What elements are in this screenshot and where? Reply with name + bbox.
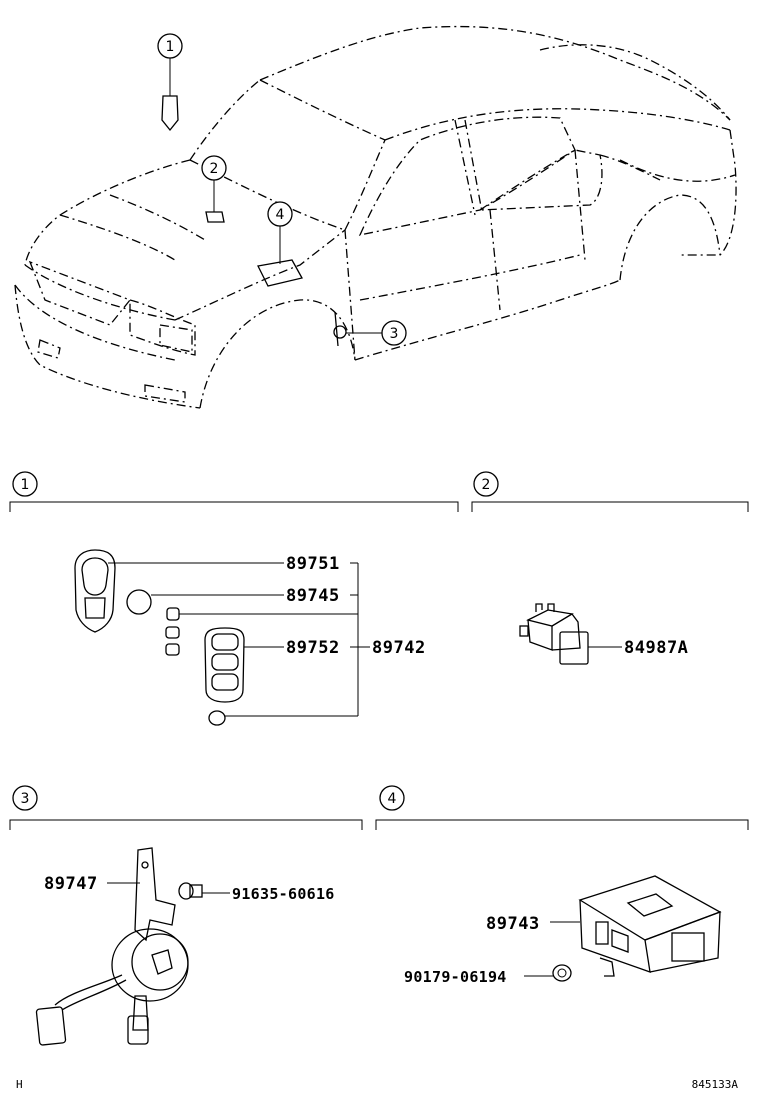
part-89751: 89751 [286, 554, 340, 574]
remote-transmitter [204, 627, 245, 703]
button-set [165, 607, 180, 656]
callout-4: 4 [276, 207, 285, 223]
part-90179-06194: 90179-06194 [404, 968, 507, 986]
key-marker [161, 95, 179, 132]
section-1-label: 1 [21, 477, 30, 493]
car-callouts: 1 2 4 3 [157, 33, 407, 346]
horn-marker [333, 311, 347, 347]
battery-part [126, 589, 152, 615]
diagram-id: 845133A [692, 1078, 739, 1091]
door-switch-part [519, 603, 589, 665]
part-84987A: 84987A [624, 638, 688, 658]
key-ring [208, 710, 226, 726]
callout-3: 3 [390, 326, 399, 342]
section-2-label: 2 [482, 477, 491, 493]
footer-left-code: H [16, 1078, 23, 1091]
section-3: 3 89747 91635-60616 [9, 785, 363, 1046]
part-89747: 89747 [44, 874, 98, 894]
switch-marker [205, 211, 225, 223]
ecu-part [578, 875, 722, 977]
part-91635-60616: 91635-60616 [232, 885, 335, 903]
nut-90179 [552, 964, 572, 982]
part-89752: 89752 [286, 638, 340, 658]
section-1: 1 [9, 471, 459, 726]
ecu-marker [257, 259, 303, 287]
callout-1: 1 [166, 39, 175, 55]
part-89745: 89745 [286, 586, 340, 606]
bolt-91635 [178, 882, 203, 900]
section-4-label: 4 [388, 791, 397, 807]
key-shell [74, 549, 116, 633]
callout-2: 2 [210, 161, 219, 177]
section-4: 4 89743 90179-06194 [375, 785, 749, 986]
part-89743: 89743 [486, 914, 540, 934]
car-outline [14, 25, 737, 409]
horn-part [35, 847, 189, 1046]
section-3-label: 3 [21, 791, 30, 807]
section-2: 2 84987A [471, 471, 749, 665]
part-89742: 89742 [372, 638, 426, 658]
section-1-leaders [108, 562, 370, 717]
